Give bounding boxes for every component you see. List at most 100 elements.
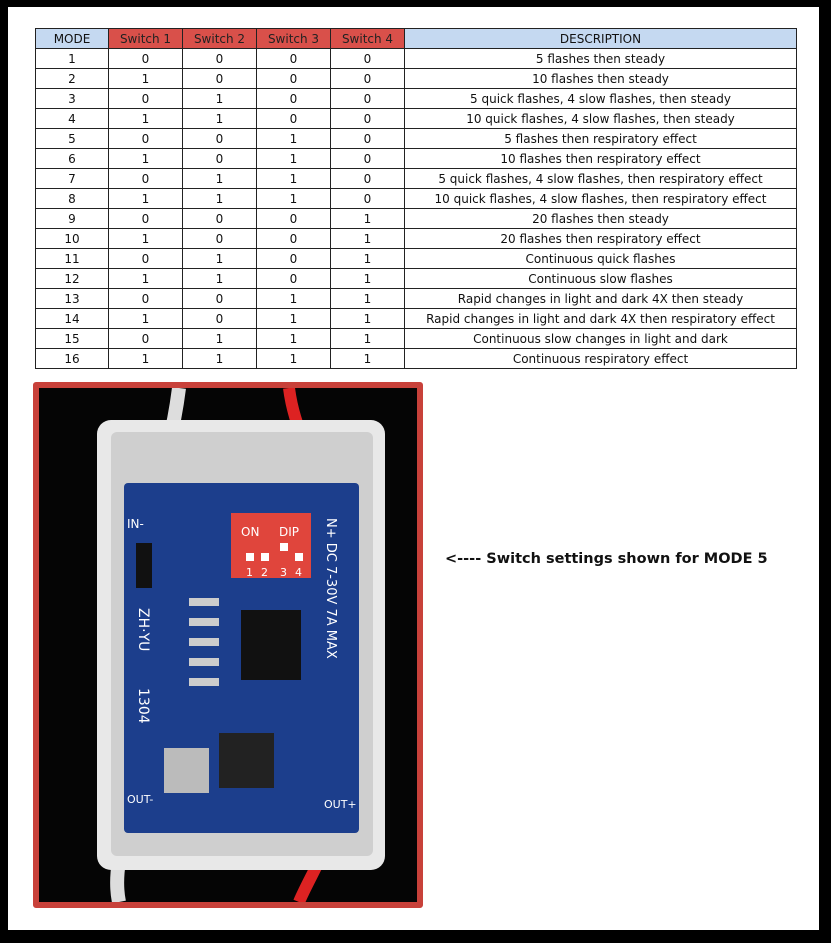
switch-1-cell: 1 [108,348,183,369]
switch-3-cell: 1 [256,348,331,369]
switch-4-cell: 1 [330,348,405,369]
mode-table: MODE Switch 1 Switch 2 Switch 3 Switch 4… [35,28,797,369]
mode-note: <---- Switch settings shown for MODE 5 [445,551,768,567]
switch-4-cell: 0 [330,188,405,209]
switch-3-cell: 0 [256,48,331,69]
switch-2-cell: 0 [182,48,257,69]
dip-number: 1 [246,566,253,579]
description-cell: 5 quick flashes, 4 slow flashes, then re… [404,168,797,189]
switch-1-cell: 1 [108,268,183,289]
switch-1-cell: 1 [108,108,183,129]
switch-4-cell: 1 [330,268,405,289]
switch-3-cell: 1 [256,288,331,309]
switch-4-cell: 0 [330,68,405,89]
switch-3-cell: 1 [256,188,331,209]
switch-2-cell: 0 [182,288,257,309]
switch-4-cell: 0 [330,48,405,69]
switch-1-cell: 0 [108,328,183,349]
description-cell: 10 flashes then respiratory effect [404,148,797,169]
board-out-minus: OUT- [127,793,153,806]
circuit-board-photo: ON DIP 1 2 3 4 IN- ZH·YU 1304 N+ DC 7-30… [33,382,423,908]
switch-1-cell: 0 [108,128,183,149]
switch-3-cell: 0 [256,88,331,109]
dip-number: 3 [280,566,287,579]
board-in-label: IN- [127,517,144,531]
switch-4-cell: 1 [330,288,405,309]
mode-cell: 10 [35,228,109,249]
mode-cell: 6 [35,148,109,169]
switch-1-cell: 0 [108,168,183,189]
switch-1-cell: 0 [108,88,183,109]
switch-3-cell: 0 [256,208,331,229]
switch-2-cell: 1 [182,328,257,349]
mode-cell: 3 [35,88,109,109]
switch-4-cell: 1 [330,248,405,269]
description-cell: 5 flashes then steady [404,48,797,69]
switch-1-cell: 0 [108,288,183,309]
description-cell: 5 flashes then respiratory effect [404,128,797,149]
description-cell: 20 flashes then respiratory effect [404,228,797,249]
switch-2-cell: 1 [182,248,257,269]
switch-3-cell: 0 [256,228,331,249]
switch-1-cell: 1 [108,308,183,329]
mode-cell: 9 [35,208,109,229]
switch-3-cell: 0 [256,248,331,269]
description-cell: Rapid changes in light and dark 4X then … [404,288,797,309]
mode-cell: 12 [35,268,109,289]
switch-1-cell: 1 [108,68,183,89]
switch-2-cell: 1 [182,268,257,289]
header-mode: MODE [35,28,109,49]
mode-cell: 7 [35,168,109,189]
switch-3-cell: 0 [256,108,331,129]
switch-3-cell: 1 [256,148,331,169]
switch-4-cell: 0 [330,128,405,149]
description-cell: Continuous slow flashes [404,268,797,289]
board-brand: ZH·YU [135,608,151,651]
mode-cell: 14 [35,308,109,329]
switch-2-cell: 1 [182,108,257,129]
mode-cell: 2 [35,68,109,89]
dip-label: DIP [279,525,299,539]
description-cell: 20 flashes then steady [404,208,797,229]
switch-2-cell: 0 [182,68,257,89]
mode-cell: 5 [35,128,109,149]
switch-1-cell: 1 [108,188,183,209]
header-switch-1: Switch 1 [108,28,183,49]
switch-3-cell: 0 [256,68,331,89]
dip-on-label: ON [241,525,259,539]
switch-1-cell: 0 [108,208,183,229]
switch-2-cell: 1 [182,168,257,189]
switch-4-cell: 0 [330,168,405,189]
mode-cell: 16 [35,348,109,369]
switch-1-cell: 0 [108,248,183,269]
switch-1-cell: 0 [108,48,183,69]
dip-number: 2 [261,566,268,579]
board-spec: N+ DC 7-30V 7A MAX [323,518,338,659]
header-switch-4: Switch 4 [330,28,405,49]
switch-4-cell: 0 [330,88,405,109]
switch-2-cell: 0 [182,128,257,149]
page: MODE Switch 1 Switch 2 Switch 3 Switch 4… [8,7,819,930]
switch-2-cell: 0 [182,148,257,169]
switch-4-cell: 1 [330,228,405,249]
header-description: DESCRIPTION [404,28,797,49]
switch-3-cell: 0 [256,268,331,289]
mode-cell: 11 [35,248,109,269]
circuit-board-illustration: ON DIP 1 2 3 4 IN- ZH·YU 1304 N+ DC 7-30… [97,388,385,902]
board-code: 1304 [135,688,151,724]
switch-2-cell: 0 [182,308,257,329]
switch-3-cell: 1 [256,168,331,189]
switch-3-cell: 1 [256,328,331,349]
